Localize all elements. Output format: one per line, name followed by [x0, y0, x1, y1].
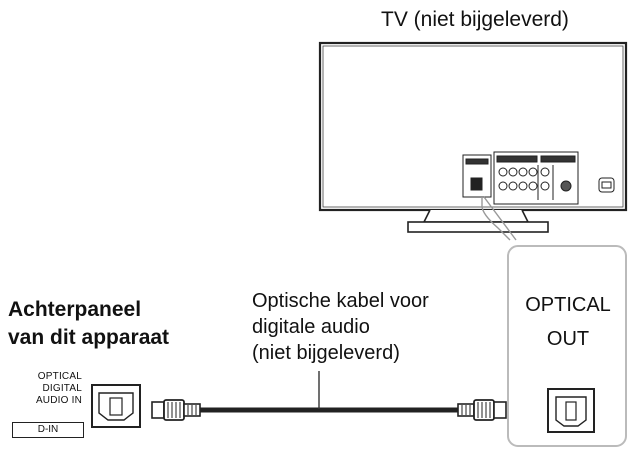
cable-label: Optische kabel voor digitale audio (niet… — [252, 288, 429, 366]
optical-in-line-2: DIGITAL — [42, 383, 82, 394]
optical-in-line-1: OPTICAL — [37, 371, 82, 382]
optical-out-line-1: OPTICAL — [525, 294, 611, 316]
rear-panel-line-1: Achterpaneel — [8, 298, 142, 321]
rear-panel-line-2: van dit apparaat — [8, 326, 170, 349]
cable-label-line-3: (niet bijgeleverd) — [252, 342, 400, 364]
tv-icon — [318, 41, 628, 233]
tv-connector-panel — [462, 151, 615, 205]
cable-label-line-2: digitale audio — [252, 316, 370, 338]
din-badge: D-IN — [12, 422, 84, 438]
optical-cable — [200, 371, 458, 413]
cable-label-line-1: Optische kabel voor — [252, 290, 429, 312]
optical-out-port-icon — [547, 388, 595, 433]
optical-out-line-2: OUT — [546, 328, 590, 350]
optical-in-line-3: AUDIO IN — [35, 395, 82, 406]
optical-plug-left-icon — [151, 399, 201, 421]
optical-plug-right-icon — [457, 399, 507, 421]
optical-in-port-icon — [91, 384, 141, 428]
optical-out-callout — [481, 196, 627, 447]
rear-panel-label: Achterpaneel van dit apparaat — [8, 296, 169, 352]
optical-in-label: OPTICAL DIGITAL AUDIO IN — [12, 371, 82, 407]
optical-out-label: OPTICAL OUT — [512, 288, 624, 356]
tv-label: TV (niet bijgeleverd) — [381, 8, 569, 31]
